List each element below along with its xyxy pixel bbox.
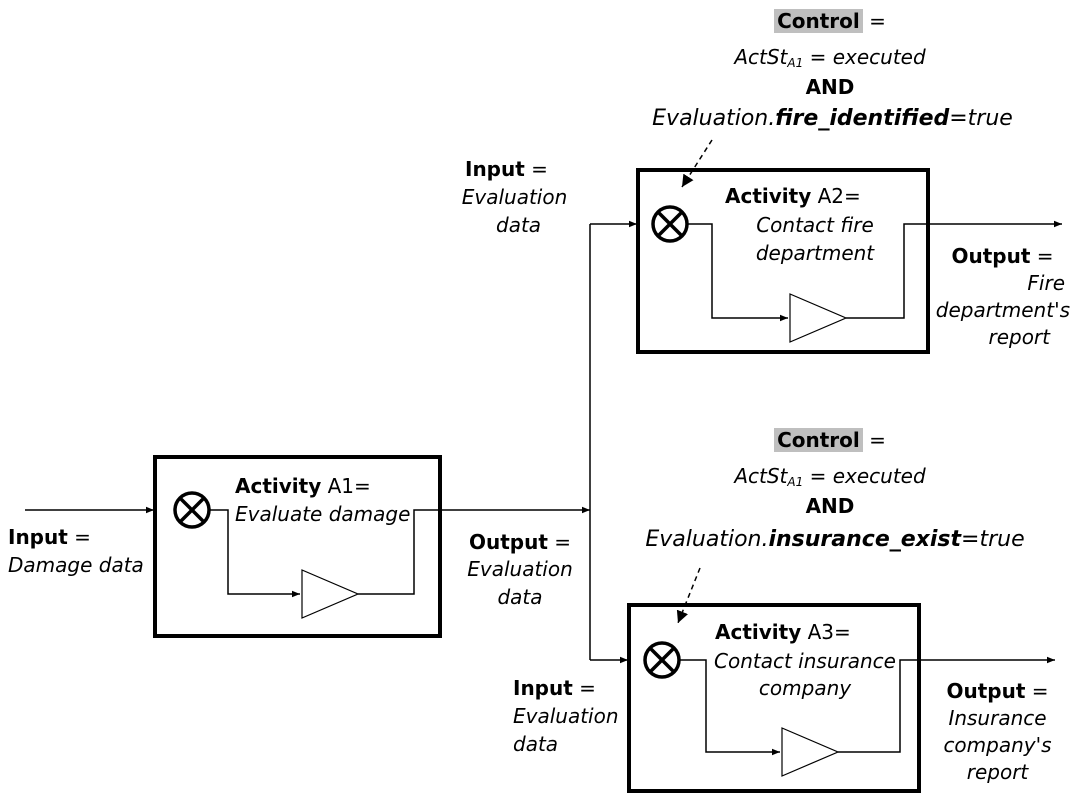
activity-a3-box: [627, 603, 921, 793]
a3-title: Activity A3=: [715, 620, 851, 644]
a2-join-icon: [651, 205, 689, 243]
a2-process-triangle: [789, 293, 848, 343]
a2-control-operator: AND: [805, 75, 855, 99]
a1-title: Activity A1=: [235, 474, 371, 498]
a2-name-2: department: [755, 241, 875, 265]
a2-control-state: ActStA1 = executed: [734, 45, 926, 70]
a3-name-1: Contact insurance: [714, 649, 896, 673]
a2-output-label: Output =: [951, 244, 1054, 268]
a2-output-path: [846, 223, 932, 319]
activity-a1-box: [153, 455, 442, 638]
a3-control-arrow: [676, 567, 701, 624]
a1-name: Evaluate damage: [235, 502, 411, 526]
a3-control-state: ActStA1 = executed: [734, 464, 926, 489]
a3-control-condition: Evaluation.insurance_exist=true: [645, 527, 1025, 552]
a2-input-value-2: data: [496, 213, 542, 237]
a1-internal-path: [210, 509, 300, 598]
a2-title: Activity A2=: [725, 184, 861, 208]
a3-control-label: Control =: [630, 428, 1030, 452]
a3-output-value-2: company's: [943, 733, 1052, 757]
a3-internal-path: [680, 659, 780, 756]
a1-process-triangle: [301, 569, 360, 619]
a2-internal-path: [688, 223, 788, 322]
a3-input-label: Input =: [513, 676, 596, 700]
a3-control-operator: AND: [805, 494, 855, 518]
a1-output-label: Output =: [468, 530, 572, 554]
a2-input-label: Input =: [465, 157, 548, 181]
a3-join-icon: [643, 641, 681, 679]
a2-output-value-1: Fire: [1027, 271, 1065, 295]
a3-output-value-1: Insurance: [948, 706, 1047, 730]
a3-input-value-1: Evaluation: [513, 704, 619, 728]
a1-output-value-2: data: [497, 585, 543, 609]
a3-output-label: Output =: [946, 679, 1049, 703]
a2-control-label: Control =: [630, 9, 1030, 33]
a2-output-value-3: report: [988, 325, 1050, 349]
activity-a2-box: [636, 168, 930, 354]
a1-input-value: Damage data: [8, 553, 144, 577]
a2-output-value-2: department's: [935, 298, 1070, 322]
a1-input-label: Input =: [8, 525, 91, 549]
a3-output-path: [838, 659, 920, 753]
a1-output-path: [358, 509, 445, 595]
a3-input-value-2: data: [513, 732, 559, 756]
a2-name-1: Contact fire: [756, 213, 874, 237]
a3-output-value-3: report: [966, 760, 1029, 784]
a1-join-icon: [173, 491, 211, 529]
a2-input-value-1: Evaluation: [461, 185, 568, 209]
a3-name-2: company: [758, 676, 852, 700]
a3-process-triangle: [781, 727, 840, 777]
a2-control-arrow: [681, 139, 713, 188]
a1-output-value-1: Evaluation: [467, 557, 573, 581]
a2-control-condition: Evaluation.fire_identified=true: [652, 106, 1013, 131]
